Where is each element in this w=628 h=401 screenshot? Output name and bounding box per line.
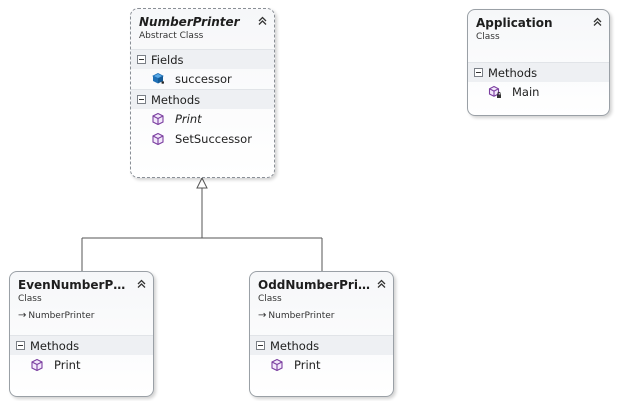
methods-section-label: Methods	[488, 65, 538, 80]
methods-section-label: Methods	[30, 338, 80, 353]
method-row-set-successor[interactable]: SetSuccessor	[131, 129, 274, 149]
class-title: Application	[476, 16, 553, 30]
class-stereotype: Class	[18, 294, 42, 304]
class-box-odd-number-printer[interactable]: OddNumberPri... Class →NumberPrinter Met…	[249, 271, 394, 397]
class-base: →NumberPrinter	[18, 309, 131, 323]
class-title: EvenNumberPri...	[18, 278, 131, 292]
class-header: OddNumberPri... Class →NumberPrinter	[250, 272, 393, 329]
collapse-chevron-icon[interactable]	[376, 278, 387, 289]
inherits-arrow-icon: →	[18, 310, 27, 321]
methods-section-header[interactable]: Methods	[250, 335, 393, 355]
private-method-icon	[488, 85, 501, 98]
class-stereotype: Class	[258, 294, 282, 304]
base-class-name: NumberPrinter	[28, 311, 95, 321]
method-row-print[interactable]: Print	[250, 355, 393, 375]
class-stereotype: Abstract Class	[139, 31, 204, 41]
fields-section-label: Fields	[151, 52, 184, 67]
field-name: successor	[175, 72, 232, 86]
methods-section-label: Methods	[151, 92, 201, 107]
method-cube-icon	[152, 132, 164, 146]
methods-section-header[interactable]: Methods	[131, 89, 274, 109]
methods-section-header[interactable]: Methods	[10, 335, 153, 355]
base-class-name: NumberPrinter	[268, 311, 335, 321]
method-row-print[interactable]: Print	[10, 355, 153, 375]
fields-section-header[interactable]: Fields	[131, 49, 274, 69]
method-cube-icon	[152, 112, 164, 126]
method-name: Main	[512, 85, 540, 99]
class-box-even-number-printer[interactable]: EvenNumberPri... Class →NumberPrinter Me…	[9, 271, 154, 397]
collapse-minus-icon[interactable]	[256, 341, 265, 350]
class-header: NumberPrinter Abstract Class	[131, 9, 274, 49]
field-row-successor[interactable]: successor	[131, 69, 274, 89]
method-name: Print	[175, 112, 202, 126]
class-header: EvenNumberPri... Class →NumberPrinter	[10, 272, 153, 329]
collapse-minus-icon[interactable]	[137, 95, 146, 104]
class-stereotype: Class	[476, 32, 500, 42]
class-box-application[interactable]: Application Class Methods Main	[467, 9, 610, 116]
class-title: NumberPrinter	[139, 15, 240, 29]
method-cube-icon	[271, 358, 283, 372]
collapse-chevron-icon[interactable]	[136, 278, 147, 289]
method-row-print[interactable]: Print	[131, 109, 274, 129]
collapse-minus-icon[interactable]	[137, 55, 146, 64]
methods-section-label: Methods	[270, 338, 320, 353]
method-cube-icon	[31, 358, 43, 372]
method-name: SetSuccessor	[175, 132, 252, 146]
class-base: →NumberPrinter	[258, 309, 371, 323]
protected-field-icon	[152, 73, 165, 84]
methods-section-header[interactable]: Methods	[468, 62, 609, 82]
class-header: Application Class	[468, 10, 609, 50]
method-row-main[interactable]: Main	[468, 82, 609, 102]
inherits-arrow-icon: →	[258, 310, 267, 321]
collapse-chevron-icon[interactable]	[592, 16, 603, 27]
method-name: Print	[294, 358, 321, 372]
class-box-number-printer[interactable]: NumberPrinter Abstract Class Fields succ…	[130, 8, 275, 178]
collapse-minus-icon[interactable]	[16, 341, 25, 350]
inheritance-arrowhead	[196, 176, 208, 189]
collapse-chevron-icon[interactable]	[257, 15, 268, 26]
method-name: Print	[54, 358, 81, 372]
collapse-minus-icon[interactable]	[474, 68, 483, 77]
class-title: OddNumberPri...	[258, 278, 371, 292]
